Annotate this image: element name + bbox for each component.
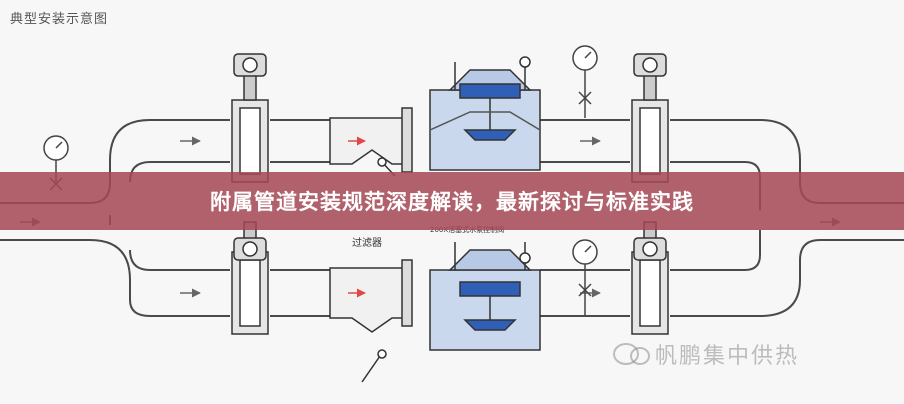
headline-text: 附属管道安装规范深度解读，最新探讨与标准实践 [210,190,694,214]
top-control-valve [429,56,541,171]
bottom-filter [329,259,413,383]
top-butterfly-valve-right [631,53,669,183]
bottom-control-valve [429,242,541,351]
top-outlet-gauge-icon [572,45,598,118]
bottom-outlet-gauge-icon [572,239,598,316]
headline-banner: 附属管道安装规范深度解读，最新探讨与标准实践 [0,172,904,230]
watermark-text: 帆鹏集中供热 [655,344,800,369]
watermark-logo-icon [613,343,650,365]
top-butterfly-valve-left [231,53,269,183]
bottom-butterfly-valve-left [231,221,269,335]
diagram-title: 典型安装示意图 [10,12,109,27]
filter-label: 过滤器 [352,236,382,249]
top-filter [329,107,413,177]
bottom-butterfly-valve-right [631,221,669,335]
